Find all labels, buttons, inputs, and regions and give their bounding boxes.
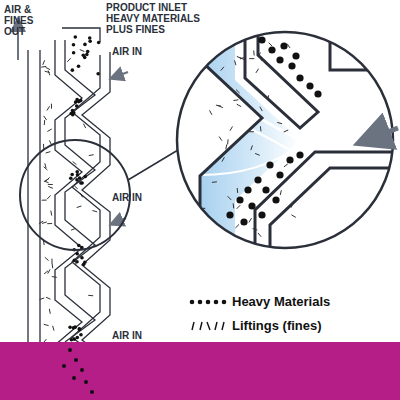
stream-label: PRODUCT INLET HEAVY MATERIALS PLUS FINES — [106, 2, 206, 35]
detail-leader — [128, 150, 178, 180]
legend-text: Heavy Materials — [232, 294, 330, 309]
air-inlet-label: AIR IN — [112, 46, 172, 57]
air-arrows — [18, 20, 128, 358]
air-arrow — [362, 128, 398, 142]
detail-circle — [177, 32, 393, 248]
legend-text: Liftings (fines) — [232, 318, 322, 333]
legend-dots-sample — [190, 300, 227, 305]
air-inlet-label: AIR IN — [112, 330, 172, 341]
bottom-band — [0, 342, 400, 400]
air-inlet-label: AIR IN — [112, 192, 172, 203]
legend-dashes-sample — [192, 322, 224, 330]
magnified-detail — [160, 30, 400, 260]
material-dots — [39, 35, 101, 357]
classifier-column — [28, 28, 110, 370]
stream-label: AIR & FINES OUT — [4, 4, 46, 37]
